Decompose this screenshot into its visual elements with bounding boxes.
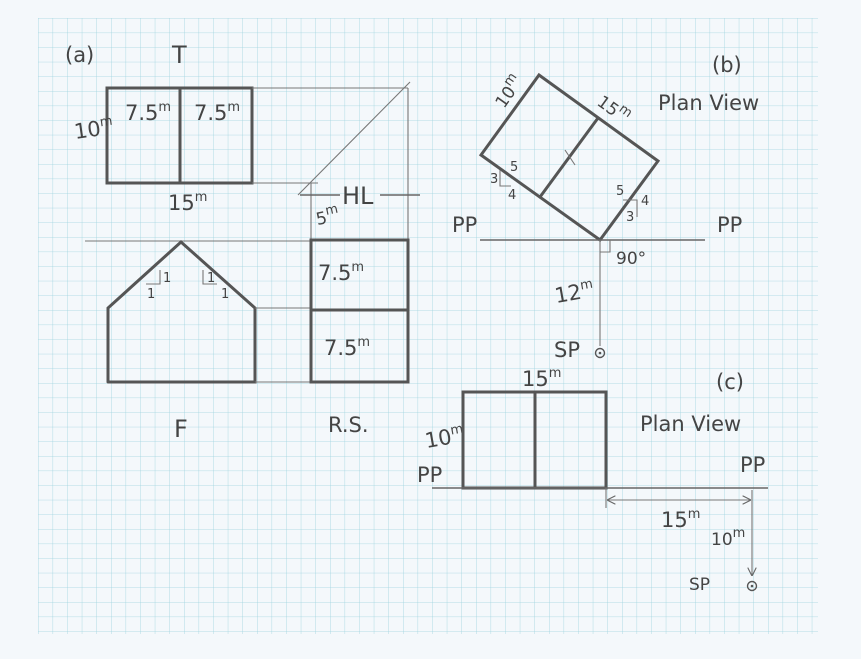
rotated-plan-center-tick	[564, 149, 576, 166]
station-point-c-dot	[750, 584, 754, 588]
top-length-dim: 15m	[168, 190, 207, 215]
triangle-left-v: 3	[490, 172, 498, 187]
triangle-left-h: 4	[508, 188, 516, 203]
slope-mark-right-v: 1	[207, 271, 215, 286]
rotated-plan-outline	[478, 72, 661, 243]
station-point-c-icon	[746, 580, 758, 592]
front-view-label: F	[174, 415, 188, 443]
slope-mark-left	[146, 270, 161, 285]
pp-right-label-c: PP	[740, 453, 765, 477]
sp-label-b: SP	[554, 338, 580, 362]
roof-rise-dim: 5m	[313, 202, 341, 230]
triangle-right	[623, 199, 638, 217]
horizon-label: HL	[342, 182, 374, 210]
offset-dim-c: 15m	[661, 507, 700, 532]
angle-label: 90°	[616, 249, 646, 269]
top-width-dim: 10m	[72, 114, 115, 144]
rotated-plan-divider	[538, 116, 600, 199]
pp-left-label-b: PP	[452, 213, 477, 237]
panel-a: (a) T 10m 7.5m 7.5m 15m HL 5m 1 1 1 1 F	[65, 41, 420, 443]
triangle-right-h: 3	[626, 210, 634, 225]
slope-mark-left-v: 1	[163, 271, 171, 286]
top-right-half-dim: 7.5m	[194, 100, 240, 125]
pp-left-label-c: PP	[417, 463, 442, 487]
top-left-half-dim: 7.5m	[125, 100, 171, 125]
triangle-right-hyp: 5	[616, 184, 624, 199]
station-point-b-icon	[594, 347, 606, 359]
rs-upper-dim: 7.5m	[318, 260, 364, 285]
right-angle-mark	[600, 240, 611, 253]
triangle-left	[499, 170, 511, 187]
distance-dim-c: 10m	[711, 526, 745, 550]
triangle-left-hyp: 5	[510, 160, 518, 175]
sp-label-c: SP	[689, 575, 710, 595]
right-side-label: R.S.	[328, 413, 369, 437]
station-point-b-dot	[598, 351, 602, 355]
panel-c: (c) Plan View 15m 10m PP PP 15m 10m SP	[417, 366, 768, 595]
top-view-label: T	[171, 41, 187, 69]
pp-right-label-b: PP	[717, 213, 742, 237]
panel-c-title: Plan View	[640, 412, 741, 436]
slope-mark-right	[202, 270, 217, 285]
panel-b-title: Plan View	[658, 91, 759, 115]
rs-lower-dim: 7.5m	[324, 335, 370, 360]
panel-c-label: (c)	[716, 370, 744, 394]
side-dim-c: 10m	[423, 422, 466, 453]
top-dim-c: 15m	[522, 366, 561, 391]
distance-dim-b: 12m	[553, 277, 596, 308]
graph-grid	[38, 18, 818, 634]
front-view-outline	[106, 239, 257, 384]
panel-a-label: (a)	[65, 43, 94, 67]
slope-mark-right-h: 1	[221, 287, 229, 302]
miter-line	[297, 81, 411, 196]
panel-b-label: (b)	[712, 53, 742, 77]
panel-b: (b) Plan View 10m 15m 5 3 4 5 4 3 PP PP …	[452, 53, 759, 362]
slope-mark-left-h: 1	[147, 287, 155, 302]
triangle-right-v: 4	[641, 194, 649, 209]
